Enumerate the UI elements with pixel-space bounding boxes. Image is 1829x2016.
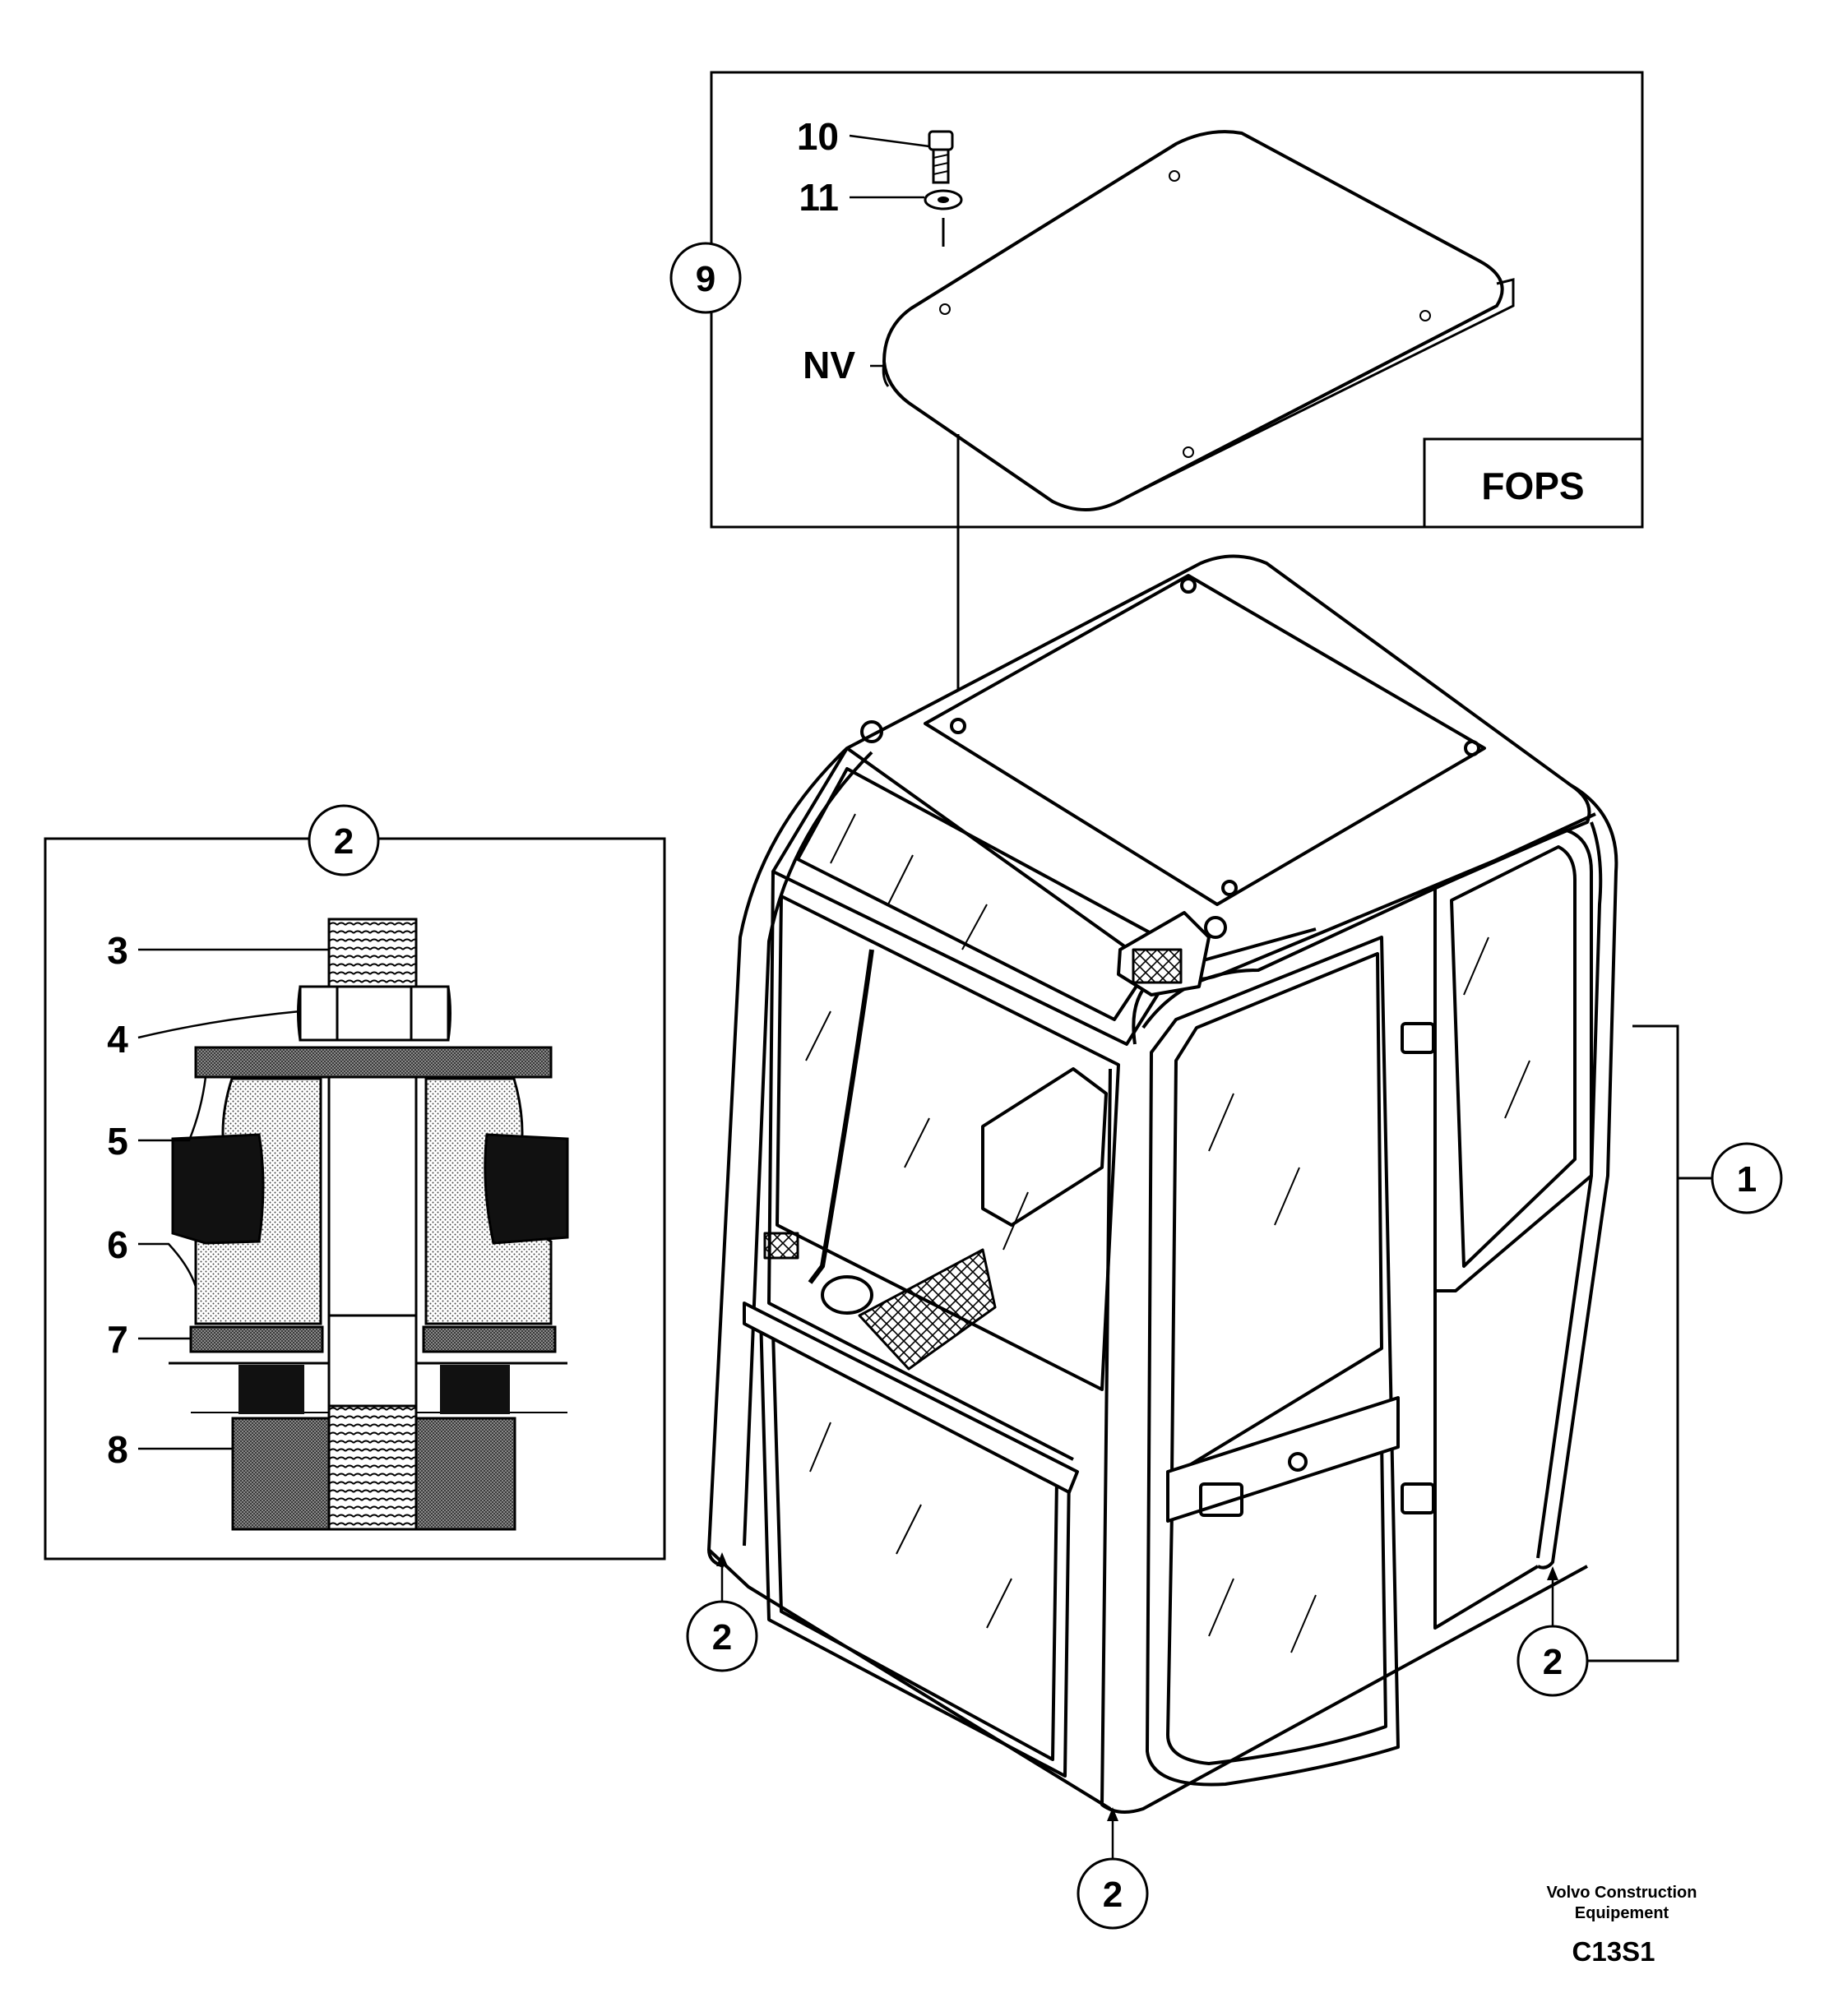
bolt-thread-top (327, 918, 418, 995)
center-sleeve (327, 1075, 418, 1317)
washer-layer-right (422, 1325, 557, 1353)
joystick-icon (821, 1275, 873, 1315)
footer-code: C13S1 (1572, 1936, 1655, 1967)
fops-roof-plate (882, 130, 1515, 511)
lifting-eye-icon (1204, 916, 1227, 939)
mount-marker-right: 2 (1516, 1566, 1589, 1697)
roof-hatch (924, 574, 1486, 906)
mount-detail-number: 2 (334, 821, 354, 862)
callout-nut: 4 (107, 1018, 128, 1061)
door-hinge (1401, 1022, 1435, 1054)
storage-net (858, 1248, 997, 1371)
lifting-eye-icon (860, 720, 883, 743)
callout-thread: 3 (107, 929, 128, 972)
footer-company-line2: Equipement (1575, 1904, 1669, 1922)
hex-nut (297, 985, 451, 1042)
mount-marker-front: 2 (1077, 1807, 1149, 1930)
spacer-left (238, 1365, 304, 1414)
washer-layer-left (189, 1325, 324, 1353)
footer-company-line1: Volvo Construction (1547, 1884, 1697, 1902)
cab-door (1146, 936, 1400, 1787)
switch-panel (763, 1232, 799, 1260)
bolt-thread-bottom (327, 1404, 418, 1531)
cab-group-bracket (1587, 1024, 1679, 1662)
door-lock-icon (1288, 1452, 1308, 1472)
mount-detail-panel: 2 (44, 804, 666, 1561)
mount-number-right: 2 (1543, 1642, 1563, 1682)
operator-cab (707, 554, 1618, 1814)
fops-group-circle (669, 242, 742, 314)
top-plate (194, 1046, 553, 1079)
door-hinge (1401, 1482, 1435, 1514)
callout-rubber: 6 (107, 1223, 128, 1266)
mount-marker-left: 2 (686, 1552, 758, 1672)
callout-washer: 11 (799, 176, 839, 219)
callout-nv: NV (803, 344, 855, 386)
work-lamp-icon (1117, 911, 1211, 996)
door-latch (1199, 1482, 1243, 1517)
fops-label: FOPS (1481, 465, 1584, 507)
fops-panel: FOPS 9 10 11 N (669, 71, 1644, 529)
cab-group-circle (1711, 1142, 1783, 1214)
fops-group-number: 9 (696, 259, 715, 299)
callout-bolt: 10 (797, 115, 839, 158)
callout-plate: 5 (107, 1120, 128, 1163)
bolt-icon (928, 130, 954, 184)
callout-base: 8 (107, 1428, 128, 1471)
wiper-icon (808, 949, 874, 1284)
washer-icon (924, 189, 963, 247)
mount-detail-circle (308, 804, 380, 876)
cab-group-number: 1 (1737, 1159, 1757, 1200)
mount-number-left: 2 (712, 1617, 732, 1658)
retainer-block-right (484, 1133, 569, 1245)
spacer-right (440, 1365, 510, 1414)
callout-washer-layer: 7 (107, 1318, 128, 1361)
retainer-block-left (171, 1133, 265, 1245)
mount-number-front: 2 (1103, 1875, 1123, 1915)
fops-label-box (1423, 437, 1644, 529)
